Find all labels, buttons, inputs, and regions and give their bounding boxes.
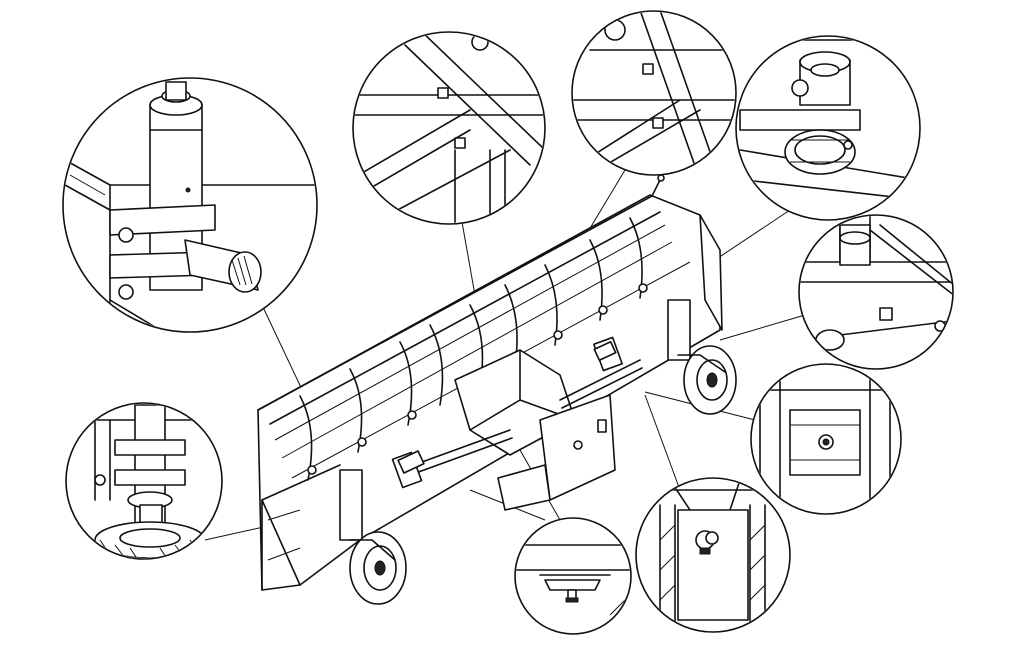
callout-swivel-joint bbox=[735, 35, 921, 221]
callout-lower-nipple bbox=[514, 517, 632, 635]
right-caster-wheel bbox=[667, 299, 737, 415]
plow-assembly bbox=[257, 174, 737, 605]
callout-pivot-cylinder bbox=[62, 77, 318, 333]
callout-grease-nipple-plate bbox=[635, 477, 791, 633]
callout-frame-nut bbox=[571, 10, 737, 176]
callout-pivot-upper bbox=[798, 214, 954, 370]
callout-grease-nipple-box bbox=[750, 363, 902, 515]
callout-height-adjust-foot bbox=[65, 402, 223, 560]
callout-frame-bolt bbox=[352, 31, 546, 225]
left-caster-wheel bbox=[339, 469, 407, 605]
